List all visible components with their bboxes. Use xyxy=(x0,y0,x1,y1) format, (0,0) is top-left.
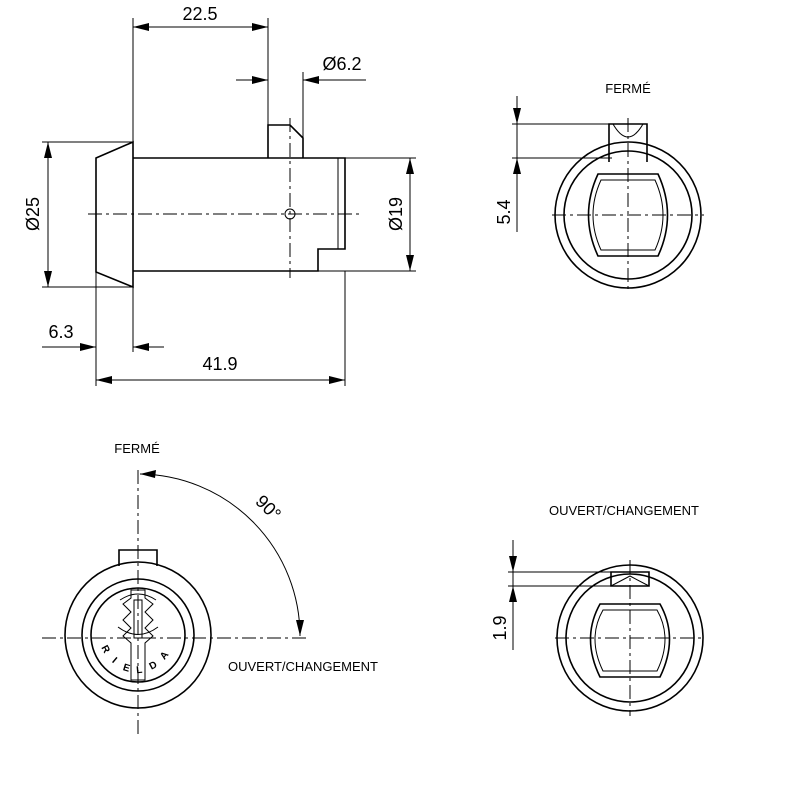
closed-barrel-profile-inner xyxy=(592,179,664,251)
dim-text-flange-thickness: 6.3 xyxy=(48,322,73,342)
dimension-body-diameter: Ø19 xyxy=(318,157,416,272)
angle-arrow-start xyxy=(140,470,156,478)
open-barrel-profile-inner xyxy=(594,609,666,672)
side-pin-hole xyxy=(284,208,296,220)
brand-letter-e: E xyxy=(121,662,132,675)
front-label-open: OUVERT/CHANGEMENT xyxy=(228,659,378,674)
side-body xyxy=(133,157,346,272)
front-label-closed: FERMÉ xyxy=(114,441,160,456)
side-view: 22.5 Ø6.2 Ø25 Ø19 xyxy=(23,4,416,386)
dimension-cam-diameter: Ø6.2 xyxy=(236,54,366,138)
brand-letter-r: R xyxy=(98,644,112,656)
dim-text-body-diameter: Ø19 xyxy=(386,197,406,231)
dimension-flange-diameter: Ø25 xyxy=(23,141,133,288)
side-cam-pin xyxy=(267,124,304,158)
brand-letter-i: I xyxy=(110,656,120,667)
closed-view: FERMÉ 5.4 xyxy=(494,81,704,292)
closed-barrel-profile xyxy=(587,173,669,257)
angle-arrow-end xyxy=(296,620,304,636)
open-view-label: OUVERT/CHANGEMENT xyxy=(549,503,699,518)
dim-text-overall-length: 41.9 xyxy=(202,354,237,374)
dimension-closed-cam-height: 5.4 xyxy=(494,96,647,232)
brand-letter-d: D xyxy=(148,659,160,673)
dimension-open-cam-height: 1.9 xyxy=(490,540,649,650)
open-barrel-profile xyxy=(589,603,671,678)
angle-arc xyxy=(139,473,301,637)
angle-text: 90° xyxy=(252,491,285,524)
dim-text-closed-cam-height: 5.4 xyxy=(494,199,514,224)
dim-text-flange-diameter: Ø25 xyxy=(23,197,43,231)
dimension-overall-length: 41.9 xyxy=(96,271,346,386)
dimension-22-5: 22.5 xyxy=(132,4,269,142)
dimension-flange-thickness: 6.3 xyxy=(42,272,164,386)
brand-letter-a: A xyxy=(158,649,172,662)
dim-text-open-cam-height: 1.9 xyxy=(490,615,510,640)
front-view: FERMÉ OUVERT/CHANGEMENT R I E L D A 90° xyxy=(42,441,378,736)
open-view: OUVERT/CHANGEMENT 1.9 xyxy=(490,503,705,716)
dim-text-22-5: 22.5 xyxy=(182,4,217,24)
brand-letter-l: L xyxy=(136,665,144,677)
dim-text-cam-diameter: Ø6.2 xyxy=(322,54,361,74)
closed-view-label: FERMÉ xyxy=(605,81,651,96)
open-cam-curve xyxy=(610,575,650,587)
